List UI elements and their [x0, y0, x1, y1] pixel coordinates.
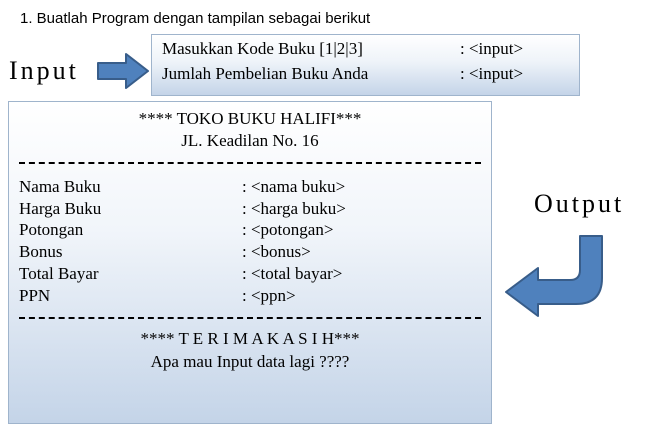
- field-label: Nama Buku: [19, 177, 101, 196]
- field-value: : <ppn>: [242, 286, 296, 305]
- field-nama-buku: Nama Buku : <nama buku>: [19, 177, 345, 197]
- output-label: Output: [534, 189, 625, 218]
- output-panel: **** TOKO BUKU HALIFI*** JL. Keadilan No…: [8, 101, 492, 424]
- field-bonus: Bonus : <bonus>: [19, 242, 311, 262]
- field-harga-buku: Harga Buku : <harga buku>: [19, 199, 346, 219]
- field-value: : <nama buku>: [242, 177, 346, 196]
- store-name: **** TOKO BUKU HALIFI***: [138, 109, 362, 128]
- input-again-prompt: Apa mau Input data lagi ????: [150, 352, 350, 371]
- curved-arrow-down-left-icon: [505, 235, 603, 317]
- input-row-value: : <input>: [460, 64, 524, 83]
- field-value: : <bonus>: [242, 242, 311, 261]
- field-value: : <total bayar>: [242, 264, 343, 283]
- divider-top: [19, 162, 481, 164]
- input-label: Input: [9, 56, 79, 85]
- field-potongan: Potongan : <potongan>: [19, 220, 333, 240]
- field-value: : <harga buku>: [242, 199, 346, 218]
- field-value: : <potongan>: [242, 220, 334, 239]
- field-total-bayar: Total Bayar : <total bayar>: [19, 264, 342, 284]
- input-panel: Masukkan Kode Buku [1|2|3] : <input> Jum…: [151, 34, 580, 96]
- field-label: Potongan: [19, 220, 84, 239]
- field-ppn: PPN : <ppn>: [19, 286, 296, 306]
- arrow-right-icon: [97, 53, 149, 89]
- store-address: JL. Keadilan No. 16: [181, 131, 319, 150]
- input-row-jumlah: Jumlah Pembelian Buku Anda : <input>: [162, 64, 523, 84]
- field-label: Total Bayar: [19, 264, 99, 283]
- field-label: Bonus: [19, 242, 63, 261]
- divider-bottom: [19, 317, 481, 319]
- input-row-label: Masukkan Kode Buku [1|2|3]: [162, 39, 363, 58]
- input-row-value: : <input>: [460, 39, 524, 58]
- instruction-heading: 1. Buatlah Program dengan tampilan sebag…: [20, 10, 371, 27]
- field-label: Harga Buku: [19, 199, 102, 218]
- input-row-label: Jumlah Pembelian Buku Anda: [162, 64, 369, 83]
- thanks-text: **** T E R I M A K A S I H***: [140, 329, 360, 348]
- field-label: PPN: [19, 286, 51, 305]
- input-row-kode-buku: Masukkan Kode Buku [1|2|3] : <input>: [162, 39, 523, 59]
